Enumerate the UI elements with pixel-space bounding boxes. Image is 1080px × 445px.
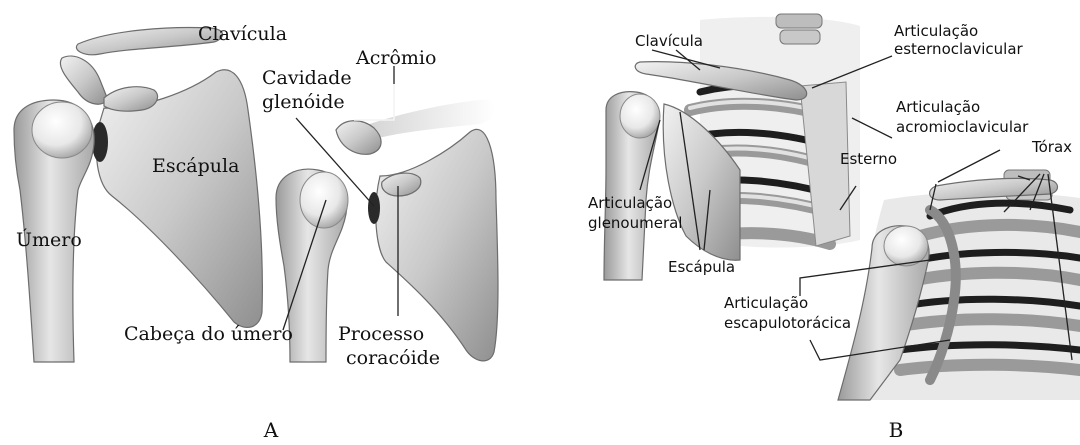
label-a-acromio: Acrômio: [355, 47, 436, 69]
label-b-torax: Tórax: [1031, 138, 1072, 156]
glenoid-shadow-a2: [368, 192, 380, 224]
rib-b2-4: [900, 365, 1080, 370]
vertebra-b1: [776, 14, 822, 28]
vertebra-b2: [780, 30, 820, 44]
label-a-umero: Úmero: [16, 228, 82, 251]
label-a-cavidade-2: glenóide: [262, 91, 345, 113]
label-a-cavidade-1: Cavidade: [262, 67, 352, 89]
art-acromio-leader-2: [938, 150, 1000, 182]
label-a-clavicula: Clavícula: [198, 23, 287, 45]
humeral-head-a1: [32, 102, 92, 158]
rib-b2-3: [900, 319, 1080, 326]
label-a-processo-2: coracóide: [346, 347, 440, 369]
panel-a-illustration: Clavícula Acrômio Cavidade glenóide Escá…: [14, 23, 498, 442]
label-b-esterno: Esterno: [840, 150, 897, 168]
panel-b-label: B: [889, 418, 904, 442]
label-b-art-gleno-2: glenoumeral: [588, 214, 682, 232]
label-a-processo-1: Processo: [338, 323, 424, 345]
humeral-head-b2: [884, 226, 928, 266]
label-a-escapula: Escápula: [152, 155, 239, 177]
acromio-leader: [354, 84, 394, 120]
acromion-bone-a1: [60, 56, 108, 104]
label-b-escapula: Escápula: [668, 258, 735, 276]
humeral-head-a2: [300, 172, 348, 228]
label-b-art-acromio-2: acromioclavicular: [896, 118, 1029, 136]
humeral-head-b1: [620, 94, 660, 138]
label-b-art-acromio-1: Articulação: [896, 98, 980, 116]
label-b-art-escapulo-2: escapulotorácica: [724, 314, 851, 332]
label-b-art-esterno-1: Articulação: [894, 22, 978, 40]
label-a-cabeca-umero: Cabeça do úmero: [124, 323, 293, 345]
label-b-art-escapulo-1: Articulação: [724, 294, 808, 312]
coracoid-bone-a1: [104, 87, 158, 111]
panel-a-label: A: [263, 418, 279, 442]
label-b-art-esterno-2: esternoclavicular: [894, 40, 1024, 58]
label-b-clavicula: Clavícula: [635, 32, 703, 50]
panel-b-illustration: Clavícula Articulação esternoclavicular …: [588, 14, 1080, 442]
label-b-art-gleno-1: Articulação: [588, 194, 672, 212]
